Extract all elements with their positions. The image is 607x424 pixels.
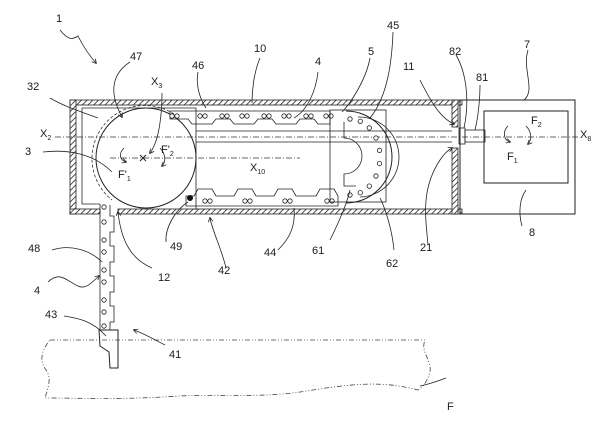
label-1: 1 (56, 13, 62, 25)
chain-roller (102, 268, 106, 272)
label-12: 12 (158, 272, 170, 284)
end-piece-43 (99, 330, 118, 368)
label-7: 7 (524, 39, 530, 51)
label-10: 10 (254, 43, 266, 55)
label-4-top: 4 (315, 56, 321, 68)
chain-roller (304, 114, 308, 118)
housing-bottom-wall-left (70, 209, 100, 214)
label-43: 43 (45, 309, 57, 321)
chain-roller (203, 199, 207, 203)
chain-roller (220, 114, 224, 118)
chain-roller (175, 114, 179, 118)
housing-top-wall (70, 100, 462, 105)
chain-roller (282, 114, 286, 118)
label-47: 47 (130, 51, 142, 63)
chain-roller (102, 220, 106, 224)
label-force-f2: F2 (531, 115, 542, 129)
chain-roller (102, 280, 106, 284)
axes (55, 131, 580, 161)
chain-roller (324, 114, 328, 118)
chain-roller (102, 250, 106, 254)
curved-guide-45 (346, 111, 392, 203)
housing-right-wall-upper (452, 100, 458, 127)
label-F: F (447, 401, 454, 413)
label-3: 3 (25, 146, 31, 158)
housing-right-wall-lower (452, 148, 458, 214)
chain-roller (330, 199, 334, 203)
chain-roller (248, 199, 252, 203)
label-8: 8 (529, 227, 535, 239)
label-axis-x8: X8 (580, 129, 591, 143)
label-axis-x2: X2 (40, 128, 51, 142)
label-4-left: 4 (34, 285, 40, 297)
chain-roller (367, 126, 371, 130)
chain-roller (245, 114, 249, 118)
chain-roller (102, 310, 106, 314)
chain-roller (267, 114, 271, 118)
rotation-arrows (120, 126, 530, 166)
chain-roller (377, 148, 381, 152)
chain-roller (198, 114, 202, 118)
chain-roller (348, 117, 352, 121)
chain-roller (288, 199, 292, 203)
chain-roller (287, 114, 291, 118)
label-61: 61 (312, 245, 324, 257)
label-48: 48 (28, 243, 40, 255)
label-44: 44 (264, 247, 276, 259)
label-62: 62 (386, 258, 398, 270)
load-F-outline (42, 340, 430, 399)
chain-roller (102, 205, 106, 209)
chain-roller (170, 114, 174, 118)
upper-chain-46 (170, 111, 333, 124)
label-force-f1-prime: F'1 (118, 169, 131, 183)
chain-roller (358, 119, 362, 123)
lower-chain-44 (186, 189, 338, 206)
label-force-f1: F1 (507, 151, 518, 165)
label-5: 5 (368, 46, 374, 58)
chain-roller (208, 199, 212, 203)
chain-roller (102, 238, 106, 242)
guide-block-5 (330, 110, 399, 203)
housing-left-wall (70, 100, 76, 214)
chain-roller (325, 199, 329, 203)
chain-roller (374, 136, 378, 140)
motor-8 (484, 111, 568, 183)
label-82: 82 (449, 46, 461, 58)
chain-roller (309, 114, 313, 118)
chain-roller (358, 191, 362, 195)
chain-roller (240, 114, 244, 118)
label-32: 32 (27, 81, 39, 93)
label-49: 49 (170, 241, 182, 253)
chain-roller (243, 199, 247, 203)
label-axis-x3: X3 (151, 76, 162, 90)
chain-roller (329, 114, 333, 118)
coupling-81 (465, 130, 485, 142)
chain-roller (203, 114, 207, 118)
chain-roller (225, 114, 229, 118)
label-46: 46 (192, 60, 204, 72)
label-81: 81 (476, 72, 488, 84)
label-axis-x10: X10 (250, 162, 265, 176)
hanging-chain-4 (99, 204, 118, 368)
chain-roller (283, 199, 287, 203)
label-45: 45 (387, 20, 399, 32)
label-21: 21 (420, 242, 432, 254)
chain-roller (102, 298, 106, 302)
chain-roller (374, 174, 378, 178)
label-42: 42 (218, 265, 230, 277)
label-11: 11 (403, 61, 414, 73)
label-force-f2-prime: F'2 (161, 144, 174, 158)
shaft-21 (459, 128, 485, 144)
label-41: 41 (169, 349, 181, 361)
chain-roller (262, 114, 266, 118)
chain-roller (377, 161, 381, 165)
stop-49 (187, 195, 193, 201)
chain-roller (367, 184, 371, 188)
housing-bottom-wall-right (118, 209, 462, 214)
chain-roller (102, 324, 106, 328)
